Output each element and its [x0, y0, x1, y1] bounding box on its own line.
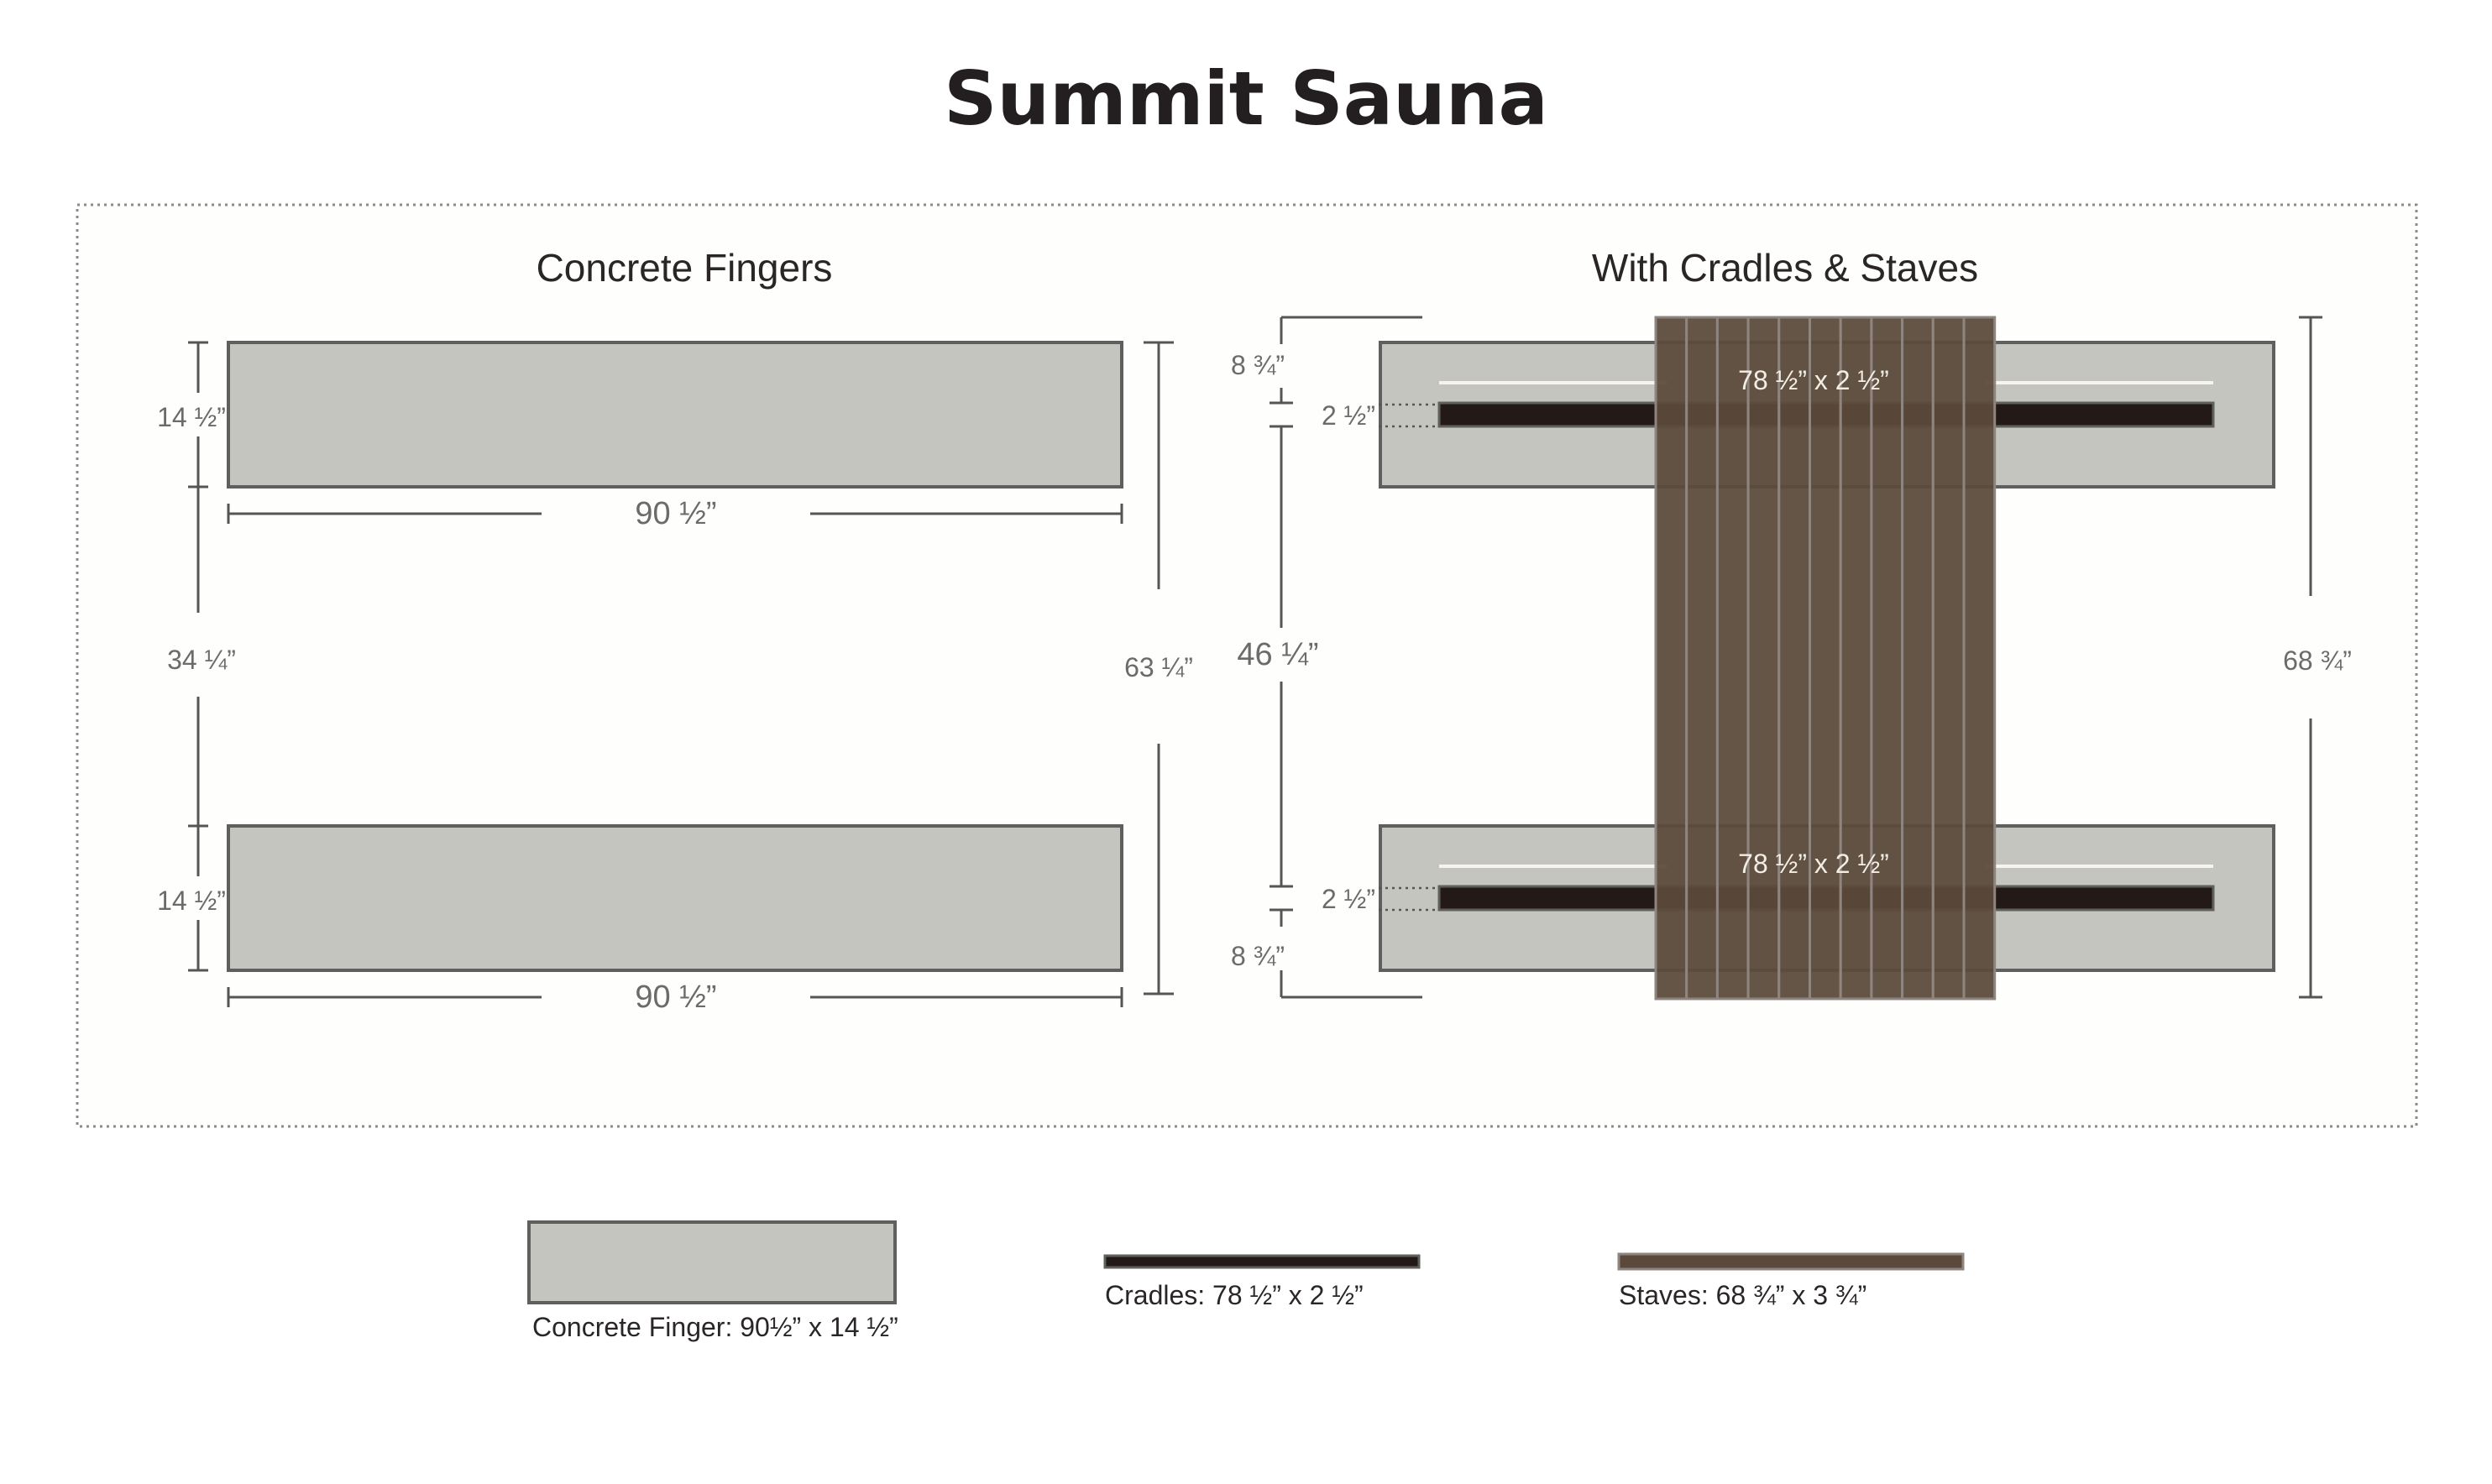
label-edge-offset-top: 8 ¾”: [1231, 350, 1285, 380]
label-finger-height-bottom: 14 ½”: [157, 886, 226, 916]
dim-stave-length: [2299, 316, 2322, 999]
label-stave-length: 68 ¾”: [2283, 645, 2352, 676]
stave-6: [1809, 316, 1842, 1001]
legend-stave-swatch: [1617, 1252, 1965, 1271]
legend-concrete-label: Concrete Finger: 90½” x 14 ½”: [532, 1312, 898, 1342]
stave-9: [1901, 316, 1934, 1001]
right-panel-heading: With Cradles & Staves: [1592, 246, 1978, 290]
dim-finger-width-top: [227, 504, 1123, 524]
legend-cradle-swatch: [1103, 1254, 1421, 1269]
page-title: Summit Sauna: [944, 55, 1548, 142]
stave-3: [1715, 316, 1750, 1001]
stave-7: [1839, 316, 1873, 1001]
stave-10: [1931, 316, 1966, 1001]
label-finger-width-bottom: 90 ½”: [635, 980, 716, 1015]
stave-11: [1962, 316, 1997, 1001]
concrete-finger-top: [227, 341, 1123, 489]
label-gap: 34 ¼”: [167, 645, 236, 675]
stave-5: [1777, 316, 1812, 1001]
dim-total-height-left: [1144, 341, 1174, 995]
label-cradle-top: 78 ½” x 2 ½”: [1738, 365, 1889, 395]
stave-2: [1685, 316, 1719, 1001]
label-cradle-bottom: 78 ½” x 2 ½”: [1738, 849, 1889, 879]
dim-finger-height-top: [188, 341, 208, 489]
label-edge-offset-bottom: 8 ¾”: [1231, 941, 1285, 971]
staves: [1654, 316, 1997, 1001]
dim-finger-width-bottom: [227, 987, 1123, 1007]
label-cradle-height-top: 2 ½”: [1322, 400, 1375, 431]
legend-stave-label: Staves: 68 ¾” x 3 ¾”: [1619, 1280, 1866, 1310]
label-total-height-left: 63 ¼”: [1124, 652, 1193, 682]
label-finger-height-top: 14 ½”: [157, 402, 226, 432]
stave-4: [1746, 316, 1781, 1001]
stave-8: [1870, 316, 1904, 1001]
guide-lines: [1439, 381, 2213, 868]
left-panel-heading: Concrete Fingers: [537, 246, 833, 290]
label-cradle-spacing: 46 ¼”: [1237, 637, 1318, 672]
concrete-finger-bottom: [227, 824, 1123, 972]
dim-finger-height-bottom: [188, 826, 208, 972]
label-finger-width-top: 90 ½”: [635, 496, 716, 531]
label-cradle-height-bottom: 2 ½”: [1322, 884, 1375, 914]
legend-concrete-swatch: [527, 1220, 897, 1304]
stave-1: [1654, 316, 1688, 1001]
legend-cradle-label: Cradles: 78 ½” x 2 ½”: [1105, 1280, 1364, 1310]
dim-right-left-side: [1270, 316, 1437, 999]
